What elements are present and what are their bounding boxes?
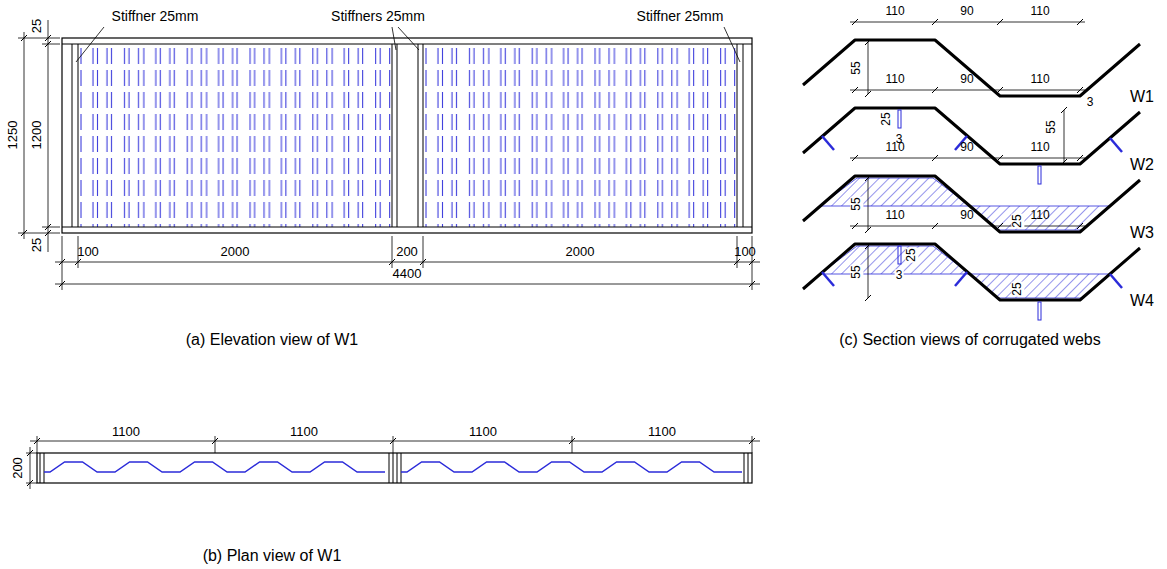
dimension: 3 (1087, 96, 1094, 109)
dimension: 90 (960, 209, 973, 222)
view-caption: (c) Section views of corrugated webs (839, 331, 1100, 349)
dimension: 90 (960, 73, 973, 86)
dimension: 55 (850, 60, 863, 75)
dimension: 110 (1030, 73, 1049, 86)
section-w4 (803, 223, 1140, 320)
corrugated-web-line (44, 462, 385, 472)
dimension: 110 (1030, 141, 1049, 154)
view-caption: (a) Elevation view of W1 (186, 331, 359, 349)
dimension: 200 (11, 457, 25, 479)
dimension: 110 (885, 209, 904, 222)
dimension: 110 (1030, 5, 1049, 18)
dimension-lines (18, 20, 760, 290)
dimension: 1100 (648, 425, 676, 439)
dimension: 1100 (469, 425, 497, 439)
dimension: 25 (905, 247, 918, 262)
dimension: 110 (885, 5, 904, 18)
section-tag: W3 (1130, 224, 1154, 242)
dimension: 4400 (393, 267, 422, 281)
dimension: 1250 (6, 121, 20, 150)
dimension: 2000 (566, 245, 595, 259)
dimension: 55 (850, 264, 863, 279)
section-tag: W1 (1130, 88, 1154, 106)
stiffener-callout: Stiffner 25mm (112, 9, 199, 24)
dimension: 110 (885, 73, 904, 86)
dimension: 25 (1011, 281, 1024, 296)
dimension: 110 (885, 141, 904, 154)
stiffener-callout: Stiffners 25mm (331, 9, 425, 24)
dimension: 3 (895, 269, 904, 282)
dimension: 25 (1011, 213, 1024, 228)
section-w3 (803, 155, 1140, 233)
dimension-lines (26, 436, 760, 489)
dimension: 25 (880, 111, 893, 126)
dimension: 25 (30, 19, 44, 33)
corrugated-web-line (401, 462, 742, 472)
stiffener-callout: Stiffner 25mm (637, 9, 724, 24)
dimension: 90 (960, 5, 973, 18)
dimension: 90 (960, 141, 973, 154)
section-tag: W2 (1130, 156, 1154, 174)
section-w2 (803, 87, 1140, 184)
dimension: 55 (850, 196, 863, 211)
dimension: 2000 (221, 245, 250, 259)
dimension: 100 (77, 245, 99, 259)
section-w1 (803, 19, 1140, 97)
plan-view (26, 436, 760, 489)
view-caption: (b) Plan view of W1 (203, 547, 342, 565)
dimension: 25 (30, 238, 44, 252)
section-tag: W4 (1130, 292, 1154, 310)
elevation-view (18, 20, 760, 290)
dimension: 1200 (30, 121, 44, 150)
dimension: 100 (734, 245, 756, 259)
dimension: 1100 (112, 425, 140, 439)
dimension: 110 (1030, 209, 1049, 222)
dimension: 1100 (290, 425, 318, 439)
dimension: 200 (396, 245, 418, 259)
dimension: 55 (1045, 119, 1058, 134)
leader-lines (76, 27, 740, 62)
